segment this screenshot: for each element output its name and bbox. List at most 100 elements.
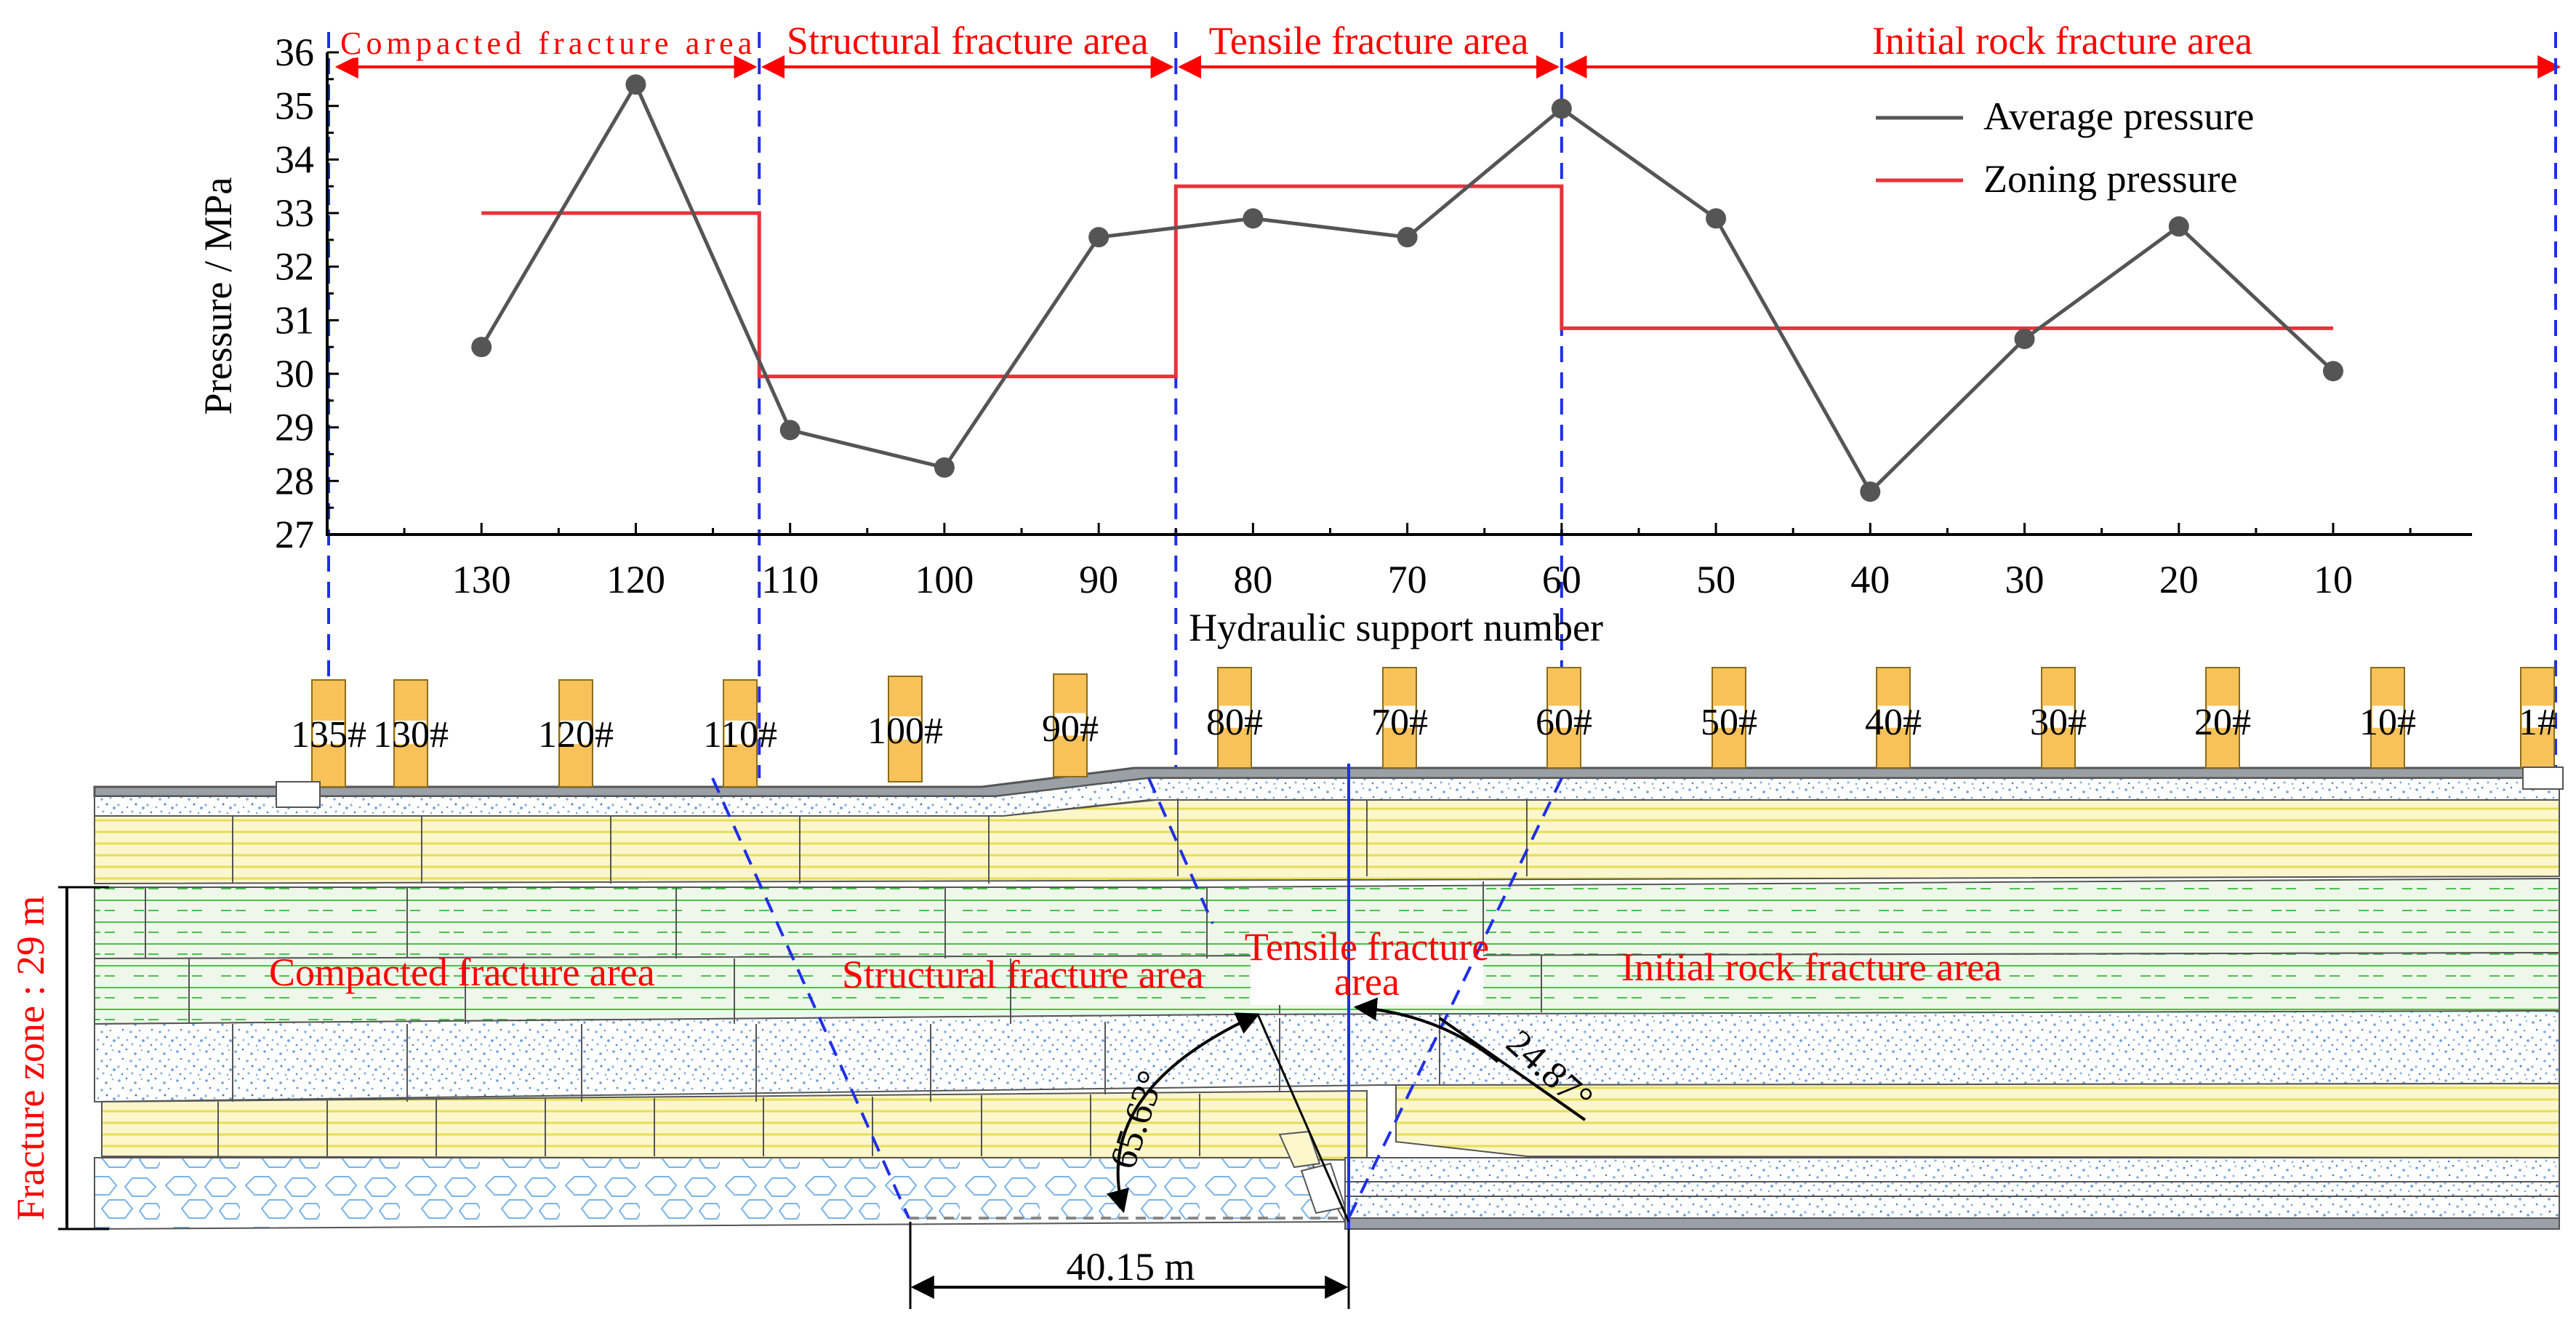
boundary-projection-lines <box>711 777 1563 1219</box>
series-zoning-pressure <box>481 184 2333 379</box>
support-band <box>1714 705 1744 728</box>
x-tick-label: 60 <box>1542 558 1581 601</box>
support-band <box>561 720 591 745</box>
zone-label-compacted: Compacted fracture area <box>269 950 655 994</box>
x-tick-label: 50 <box>1696 558 1736 601</box>
fracture-zone-label: Fracture zone : 29 m <box>9 896 52 1221</box>
average-pressure-point <box>934 457 955 478</box>
collapsed-block <box>1300 1162 1347 1214</box>
x-tick-label: 110 <box>761 558 819 601</box>
collapsed-block <box>1278 1130 1321 1169</box>
support-band <box>1055 713 1086 736</box>
y-tick-label: 31 <box>275 298 314 342</box>
support-label: 120# <box>538 714 614 756</box>
support-band <box>2372 705 2403 728</box>
support-label: 10# <box>2359 702 2416 743</box>
x-tick-label: 70 <box>1388 558 1427 601</box>
angle-arc-left <box>1107 1012 1260 1214</box>
y-tick-label: 29 <box>275 406 314 449</box>
strata-schematic: 135#130#120#110#100#90#80#70#60#50#40#30… <box>9 667 2564 1309</box>
x-tick-label: 100 <box>915 558 974 601</box>
average-pressure-point <box>1706 208 1727 229</box>
x-tick-label: 10 <box>2314 558 2353 601</box>
support-band <box>2522 705 2553 728</box>
support-band <box>2043 705 2074 728</box>
stratum-coal-upper <box>94 799 2560 885</box>
zone-label: Compacted fracture area <box>340 25 752 61</box>
support-label: 20# <box>2194 702 2251 743</box>
zone-annotations: Compacted fracture area Structural fractu… <box>334 15 2561 79</box>
legend: Average pressure Zoning pressure <box>1876 95 2254 201</box>
legend-label-zoning: Zoning pressure <box>1983 157 2237 201</box>
y-tick-label: 36 <box>275 31 314 74</box>
angle-ray-right <box>1438 1017 1586 1121</box>
pressure-chart: Compacted fracture area Structural fractu… <box>196 15 2561 778</box>
support-label: 110# <box>703 714 777 756</box>
support-band <box>1219 705 1250 728</box>
zone-label-tensile-1: Tensile fracture <box>1245 925 1490 969</box>
support-band <box>725 720 755 745</box>
y-tick-label: 33 <box>275 191 314 235</box>
series-average-pressure <box>471 74 2343 503</box>
support-label: 60# <box>1536 702 1592 743</box>
x-tick-label: 80 <box>1233 558 1272 601</box>
tensile-label-box <box>1251 945 1483 1005</box>
y-tick-label: 32 <box>275 245 314 289</box>
hydraulic-supports: 135#130#120#110#100#90#80#70#60#50#40#30… <box>276 667 2564 808</box>
distance-label: 40.15 m <box>1066 1245 1195 1289</box>
zone-label: Tensile fracture area <box>1209 19 1529 63</box>
y-axis-label: Pressure / MPa <box>196 177 240 415</box>
support-base-block <box>276 781 321 808</box>
x-tick-label: 40 <box>1850 558 1890 601</box>
zoning-pressure-line <box>481 184 2333 379</box>
zone-label-structural: Structural fracture area <box>842 953 1204 996</box>
y-tick-label: 35 <box>275 84 314 128</box>
support-base-block <box>2522 766 2564 790</box>
zone-label-initial: Initial rock fracture area <box>1621 945 2002 989</box>
x-tick-label: 130 <box>452 558 511 601</box>
support-label: 130# <box>373 714 449 756</box>
stratum-mudstone-1 <box>94 877 2560 960</box>
support-band <box>2207 705 2238 728</box>
angle-ray-left <box>1256 1014 1350 1222</box>
x-tick-label: 30 <box>2005 558 2045 601</box>
stratum-coal-lower <box>101 1089 1368 1161</box>
x-tick-label: 90 <box>1079 558 1118 601</box>
x-axis-label: Hydraulic support number <box>1189 606 1603 649</box>
x-tick-label: 20 <box>2159 558 2199 601</box>
support-band <box>396 720 426 745</box>
average-pressure-point <box>1551 98 1572 119</box>
support-label: 40# <box>1865 702 1922 743</box>
support-label: 80# <box>1206 702 1263 743</box>
support-label: 50# <box>1701 702 1757 743</box>
legend-label-average: Average pressure <box>1983 95 2254 138</box>
average-pressure-point <box>471 337 492 358</box>
average-pressure-point <box>1860 481 1881 503</box>
support-label: 135# <box>291 714 366 756</box>
support-label: 70# <box>1371 702 1428 743</box>
average-pressure-point <box>779 420 801 441</box>
average-pressure-point <box>2014 329 2035 350</box>
support-band <box>1384 705 1415 728</box>
y-tick-label: 27 <box>275 513 314 556</box>
support-label: 1# <box>2519 702 2556 743</box>
y-tick-label: 28 <box>275 459 314 503</box>
support-band <box>313 720 344 745</box>
zone-label-tensile-2: area <box>1334 960 1400 1004</box>
zone-label: Structural fracture area <box>787 19 1149 63</box>
support-band <box>1878 705 1909 728</box>
angle-arc-right <box>1353 997 1499 1063</box>
x-tick-label: 120 <box>606 558 665 601</box>
support-label: 30# <box>2030 702 2087 743</box>
support-band <box>1549 705 1579 728</box>
support-label: 90# <box>1042 708 1099 750</box>
y-tick-label: 34 <box>275 137 314 181</box>
average-pressure-point <box>625 74 646 95</box>
average-pressure-point <box>1243 208 1264 229</box>
x-ticks: 130 120 110 100 90 80 70 60 50 40 30 20 10 <box>403 523 2412 601</box>
average-pressure-point <box>1397 227 1418 248</box>
support-band <box>890 716 920 740</box>
bottom-plate <box>1344 1217 2560 1230</box>
